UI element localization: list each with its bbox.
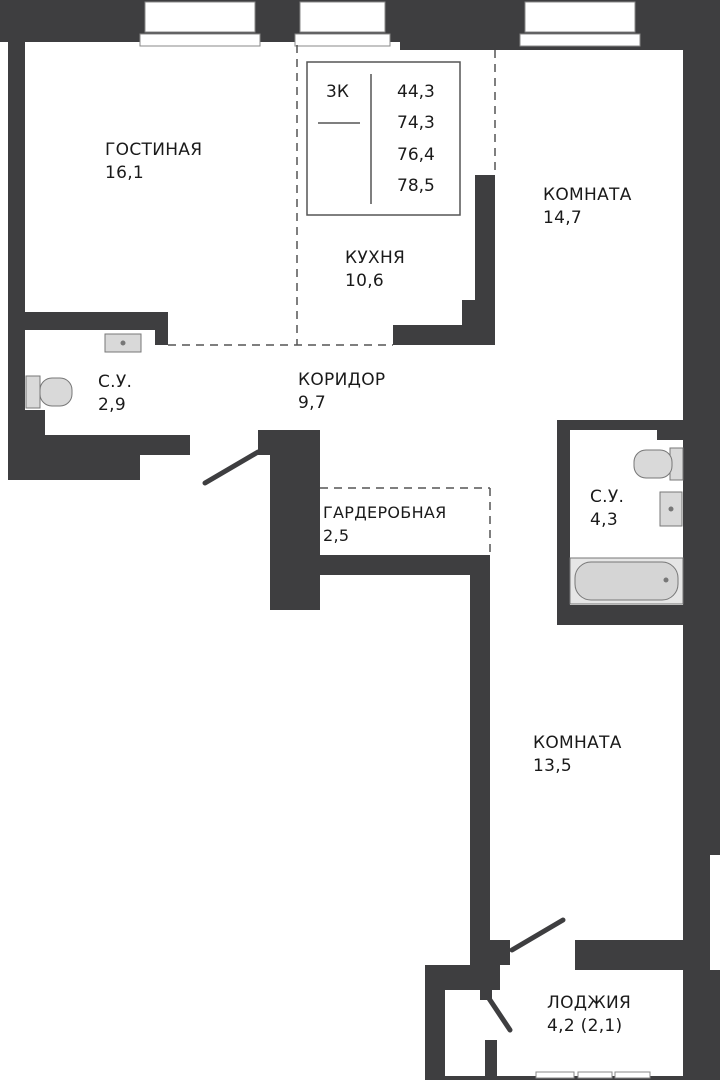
room-area: 14,7 — [543, 208, 583, 228]
room-name: КОМНАТА — [533, 733, 622, 753]
room-label-loggia: ЛОДЖИЯ 4,2 (2,1) — [547, 992, 631, 1038]
room-name: ГАРДЕРОБНАЯ — [323, 503, 447, 522]
room-area: 9,7 — [298, 393, 326, 413]
windows — [139, 1, 651, 1079]
total-area: 74,3 — [397, 113, 435, 133]
room-name: КОМНАТА — [543, 185, 632, 205]
room-label-living: ГОСТИНАЯ 16,1 — [105, 139, 202, 185]
room-label-room1: КОМНАТА 14,7 — [543, 184, 632, 230]
room-area: 10,6 — [345, 271, 385, 291]
sink-icon — [104, 333, 142, 353]
room-area: 2,5 — [323, 526, 350, 545]
toilet-icon — [25, 375, 73, 409]
bathtub-icon — [569, 557, 684, 605]
sink-icon — [659, 491, 683, 527]
toilet-icon — [633, 447, 684, 481]
room-label-bath1: С.У. 2,9 — [98, 371, 132, 417]
room-name: КОРИДОР — [298, 370, 386, 390]
apartment-type: 3К — [326, 82, 349, 102]
room-label-bath2: С.У. 4,3 — [590, 486, 624, 532]
summary-box — [306, 61, 461, 216]
room-label-corridor: КОРИДОР 9,7 — [298, 369, 385, 415]
room-area: 4,2 (2,1) — [547, 1016, 623, 1036]
room-area: 13,5 — [533, 756, 573, 776]
room-area: 4,3 — [590, 510, 618, 530]
room-label-wardrobe: ГАРДЕРОБНАЯ 2,5 — [323, 501, 447, 547]
zone-dividers — [168, 45, 496, 555]
room-area: 2,9 — [98, 395, 126, 415]
room-label-kitchen: КУХНЯ 10,6 — [345, 247, 405, 293]
room-area: 16,1 — [105, 163, 145, 183]
door-swings — [202, 449, 566, 1033]
living-area: 44,3 — [397, 82, 435, 102]
room-name: С.У. — [590, 487, 625, 507]
room-name: ГОСТИНАЯ — [105, 140, 203, 160]
room-name: КУХНЯ — [345, 248, 406, 268]
total-area-reduced-loggia: 76,4 — [397, 145, 435, 165]
room-label-room2: КОМНАТА 13,5 — [533, 732, 622, 778]
room-name: ЛОДЖИЯ — [547, 993, 632, 1013]
total-area-with-loggia: 78,5 — [397, 176, 435, 196]
room-name: С.У. — [98, 372, 133, 392]
